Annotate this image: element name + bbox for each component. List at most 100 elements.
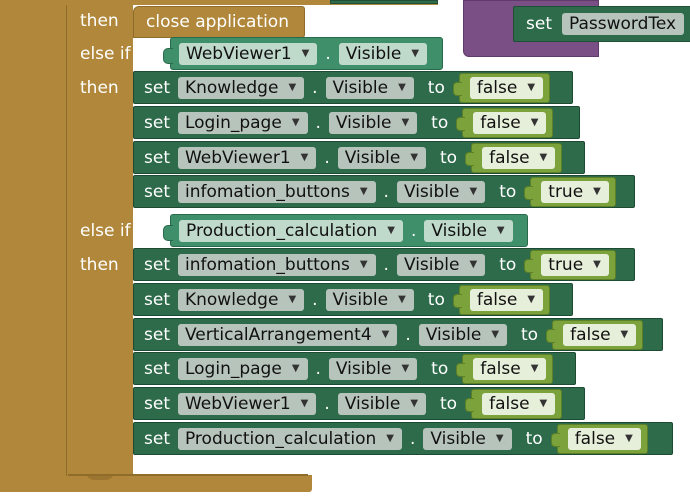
- inner-if-frame[interactable]: [66, 0, 133, 476]
- to-label: to: [427, 289, 445, 310]
- property-dropdown[interactable]: Visible▼: [328, 111, 418, 134]
- condition-1-component-dropdown[interactable]: WebViewer1▼: [179, 42, 318, 65]
- property-dropdown[interactable]: Visible▼: [396, 253, 486, 276]
- to-label: to: [431, 112, 449, 133]
- top-right-component-dropdown[interactable]: PasswordTex: [561, 13, 685, 35]
- chevron-down-icon: ▼: [593, 258, 601, 270]
- else-if-label-1: else if: [80, 44, 131, 64]
- boolean-block[interactable]: false▼: [456, 353, 554, 384]
- boolean-dropdown[interactable]: false▼: [469, 288, 544, 311]
- chevron-down-icon: ▼: [386, 432, 394, 444]
- if-block-frame[interactable]: [0, 0, 66, 492]
- to-label: to: [427, 77, 445, 98]
- property-dropdown[interactable]: Visible▼: [328, 357, 418, 380]
- property-dropdown[interactable]: Visible▼: [337, 146, 427, 169]
- boolean-dropdown[interactable]: false▼: [482, 146, 556, 169]
- component-dropdown[interactable]: infomation_buttons▼: [177, 180, 376, 203]
- chevron-down-icon: ▼: [539, 151, 548, 163]
- component-dropdown[interactable]: WebViewer1▼: [177, 146, 317, 169]
- chevron-down-icon: ▼: [495, 432, 504, 444]
- chevron-down-icon: ▼: [625, 432, 633, 444]
- boolean-block[interactable]: false▼: [546, 319, 644, 350]
- to-label: to: [440, 393, 458, 414]
- component-dropdown[interactable]: Knowledge▼: [177, 76, 305, 99]
- set-label: set: [144, 147, 170, 168]
- chevron-down-icon: ▼: [530, 362, 539, 374]
- component-dropdown[interactable]: infomation_buttons▼: [177, 253, 376, 276]
- property-dropdown[interactable]: Visible▼: [423, 427, 512, 450]
- chevron-down-icon: ▼: [539, 397, 548, 409]
- property-dropdown[interactable]: Visible▼: [418, 323, 508, 346]
- chevron-down-icon: ▼: [401, 116, 410, 128]
- else-if-label-2: else if: [80, 221, 131, 241]
- top-right-set-block[interactable]: set PasswordTex: [513, 6, 690, 42]
- chevron-down-icon: ▼: [491, 328, 500, 340]
- boolean-dropdown[interactable]: true▼: [541, 180, 609, 203]
- chevron-down-icon: ▼: [527, 293, 536, 305]
- component-dropdown[interactable]: Login_page▼: [177, 357, 308, 380]
- to-label: to: [440, 147, 458, 168]
- property-dropdown[interactable]: Visible▼: [337, 392, 427, 415]
- condition-2-property-dropdown[interactable]: Visible▼: [424, 219, 513, 242]
- boolean-dropdown[interactable]: false▼: [469, 76, 544, 99]
- close-application-label: close application: [146, 12, 289, 32]
- component-dropdown[interactable]: WebViewer1▼: [177, 392, 317, 415]
- boolean-block[interactable]: false▼: [465, 388, 563, 419]
- set-label: set: [144, 428, 170, 449]
- boolean-dropdown[interactable]: false▼: [473, 111, 547, 134]
- component-dropdown[interactable]: VerticalArrangement4▼: [177, 323, 398, 346]
- condition-webviewer1-visible[interactable]: WebViewer1▼ . Visible▼: [163, 37, 443, 70]
- boolean-block[interactable]: false▼: [550, 423, 648, 454]
- chevron-down-icon: ▼: [300, 151, 309, 163]
- boolean-block[interactable]: false▼: [452, 72, 551, 103]
- to-label: to: [499, 254, 517, 275]
- boolean-dropdown[interactable]: true▼: [541, 253, 609, 276]
- boolean-block[interactable]: true▼: [524, 176, 616, 207]
- chevron-down-icon: ▼: [359, 185, 368, 197]
- component-dropdown[interactable]: Production_calculation▼: [177, 427, 402, 450]
- property-dropdown[interactable]: Visible▼: [325, 76, 414, 99]
- condition-1-property-dropdown[interactable]: Visible▼: [338, 42, 428, 65]
- boolean-block[interactable]: true▼: [524, 249, 616, 280]
- set-label: set: [144, 289, 170, 310]
- boolean-dropdown[interactable]: false▼: [563, 323, 637, 346]
- boolean-block[interactable]: false▼: [456, 107, 554, 138]
- chevron-down-icon: ▼: [398, 293, 406, 305]
- close-application-block[interactable]: close application: [133, 6, 305, 38]
- set-label: set: [144, 393, 170, 414]
- chevron-down-icon: ▼: [291, 362, 300, 374]
- set-label: set: [144, 112, 170, 133]
- property-dropdown[interactable]: Visible▼: [396, 180, 486, 203]
- boolean-block[interactable]: false▼: [452, 284, 551, 315]
- chevron-down-icon: ▼: [291, 116, 300, 128]
- set-label: set: [144, 181, 170, 202]
- chevron-down-icon: ▼: [593, 185, 601, 197]
- boolean-dropdown[interactable]: false▼: [482, 392, 556, 415]
- component-dropdown[interactable]: Login_page▼: [177, 111, 308, 134]
- property-dropdown[interactable]: Visible▼: [325, 288, 414, 311]
- then-label-1: then: [80, 11, 119, 31]
- top-right-set-label: set: [526, 14, 552, 34]
- boolean-block[interactable]: false▼: [465, 142, 563, 173]
- condition-production-calculation-visible[interactable]: Production_calculation▼ . Visible▼: [163, 214, 528, 247]
- condition-2-component-dropdown[interactable]: Production_calculation▼: [179, 219, 403, 242]
- chevron-down-icon: ▼: [398, 81, 406, 93]
- to-label: to: [521, 324, 539, 345]
- component-dropdown[interactable]: Knowledge▼: [177, 288, 305, 311]
- boolean-dropdown[interactable]: false▼: [473, 357, 547, 380]
- chevron-down-icon: ▼: [288, 293, 297, 305]
- set-label: set: [144, 77, 170, 98]
- boolean-dropdown[interactable]: false▼: [567, 427, 641, 450]
- chevron-down-icon: ▼: [527, 81, 536, 93]
- chevron-down-icon: ▼: [620, 328, 629, 340]
